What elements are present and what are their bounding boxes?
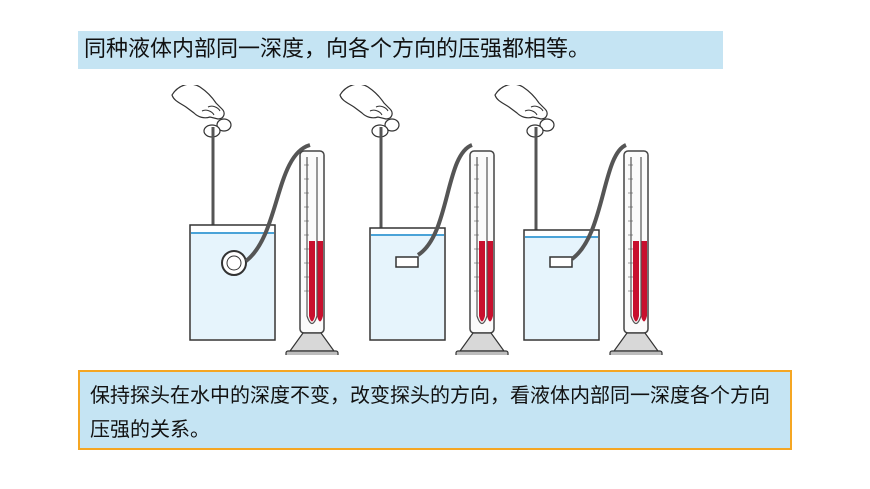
page-title: 同种液体内部同一深度，向各个方向的压强都相等。: [78, 31, 723, 69]
probe-icon: [549, 256, 573, 268]
panel-1-setup: [171, 85, 339, 355]
experiment-figure: [150, 85, 695, 355]
u-tube-manometer-icon: [285, 150, 339, 355]
experiment-illustration: [171, 85, 663, 355]
panel-2-setup: [339, 85, 509, 355]
u-tube-manometer-icon: [455, 150, 509, 355]
hand-icon: [339, 85, 400, 138]
probe-icon: [395, 256, 419, 268]
u-tube-manometer-icon: [609, 150, 663, 355]
hand-icon: [494, 85, 555, 138]
instruction-caption: 保持探头在水中的深度不变，改变探头的方向，看液体内部同一深度各个方向压强的关系。: [78, 370, 792, 450]
hand-icon: [171, 85, 232, 138]
panel-3-setup: [494, 85, 663, 355]
